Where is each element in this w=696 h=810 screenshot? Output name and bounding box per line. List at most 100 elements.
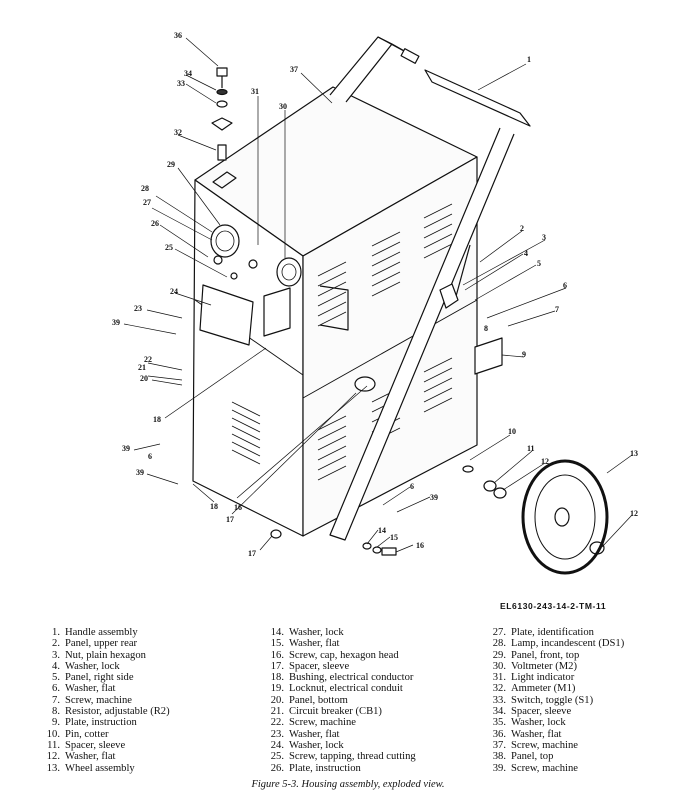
legend-item-text: Screw, tapping, thread cutting: [289, 751, 416, 763]
legend-item-text: Washer, flat: [289, 728, 340, 740]
legend-item-number: 17.: [270, 660, 284, 672]
exploded-view-drawing: 36 34 33 32 31 30 37 1 29 28 27 26 25 24…: [112, 31, 638, 575]
legend-item: 36. Washer, flat: [484, 729, 624, 740]
identification-plate: [199, 284, 254, 346]
callout-24: 22: [144, 355, 152, 364]
legend-item: 21.Circuit breaker (CB1): [262, 706, 416, 717]
legend-item-number: 5.: [52, 672, 60, 684]
legend-item-number: 11.: [47, 739, 60, 751]
legend-item-number: 20.: [270, 694, 284, 706]
legend-item: 1.Handle assembly: [38, 627, 170, 638]
callout-28: 26: [151, 219, 159, 228]
callout-17: 17: [248, 549, 256, 558]
figure-caption: Figure 5-3. Housing assembly, exploded v…: [251, 779, 445, 790]
legend-item: 2.Panel, upper rear: [38, 638, 170, 649]
legend-item-text: Washer, lock: [289, 627, 344, 638]
callout-22: 20: [140, 374, 148, 383]
legend-item-number: 6.: [52, 683, 60, 695]
legend-item-text: Nut, plain hexagon: [65, 649, 146, 661]
legend-item-number: 26.: [270, 762, 284, 774]
callout-33: 31: [251, 87, 259, 96]
callout-3: 3: [542, 233, 546, 242]
legend-item-text: Washer, flat: [511, 728, 562, 740]
legend-item-text: Washer, flat: [65, 683, 116, 695]
legend-item-text: Screw, machine: [289, 717, 356, 729]
legend-item-text: Panel, bottom: [289, 694, 348, 706]
legend-item-text: Screw, cap, hexagon head: [289, 649, 399, 661]
legend-item-number: 23.: [270, 728, 284, 740]
legend-item-text: Washer, lock: [511, 717, 566, 729]
lamp-ds1: [230, 272, 238, 280]
callout-20: 18: [210, 502, 218, 511]
callout-7: 7: [555, 305, 559, 314]
ammeter-m1: [276, 257, 302, 287]
callout-25: 23: [134, 304, 142, 313]
legend-item-text: Light indicator: [511, 672, 575, 684]
drawing-code: EL6130-243-14-2-TM-11: [500, 601, 607, 611]
legend-item: 14. Washer, lock: [262, 627, 416, 638]
callout-34: 32: [174, 128, 182, 137]
legend-item-text: Washer, lock: [65, 660, 120, 672]
legend-item-number: 19.: [270, 683, 284, 695]
legend-item-number: 22.: [270, 717, 284, 729]
legend-item: 29.Panel, front, top: [484, 650, 624, 661]
legend-item-number: 34.: [492, 706, 506, 718]
legend-item-number: 18.: [270, 672, 284, 684]
legend-item: 39.Screw, machine: [484, 763, 624, 774]
legend-item: 33.Switch, toggle (S1): [484, 695, 624, 706]
legend-item-number: 8.: [52, 706, 60, 718]
callout-9: 9: [522, 350, 526, 359]
legend-item-number: 25.: [270, 751, 284, 763]
adjustable-resistor-r2: [439, 283, 459, 309]
front-louvers: [231, 401, 261, 465]
callout-35: 33: [177, 79, 185, 88]
legend-item-text: Panel, right side: [65, 672, 134, 684]
callout-6-c: 6: [410, 482, 414, 491]
callout-6: 6: [563, 281, 567, 290]
legend-item: 32.Ammeter (M1): [484, 683, 624, 694]
legend-item-text: Resistor, adjustable (R2): [65, 706, 170, 718]
legend-item-text: Washer, lock: [289, 739, 344, 751]
callout-39-a: 39: [112, 318, 120, 327]
legend-item-number: 31.: [492, 672, 506, 684]
legend-item-number: 4.: [52, 660, 60, 672]
legend-item: 18.Bushing, electrical conductor: [262, 672, 416, 683]
legend-item-number: 9.: [52, 717, 60, 729]
legend-item-number: 30.: [492, 660, 506, 672]
legend-item: 16.Screw, cap, hexagon head: [262, 650, 416, 661]
legend-item-number: 36.: [492, 728, 506, 740]
toggle-switch-s1: [248, 259, 258, 269]
legend-item-text: Panel, upper rear: [65, 638, 138, 650]
legend-item-number: 37.: [492, 739, 506, 751]
legend-item-number: 27.: [492, 627, 506, 638]
legend-item-number: 15.: [270, 638, 284, 650]
legend-item-text: Spacer, sleeve: [289, 660, 350, 672]
legend-item-number: 3.: [52, 649, 60, 661]
legend-item-number: 32.: [492, 683, 506, 695]
conductor-bushing: [354, 376, 376, 392]
legend-item: 3. Nut, plain hexagon: [38, 650, 170, 661]
legend-item-text: Plate, instruction: [289, 762, 361, 774]
parts-legend-column-2: 14. Washer, lock 15. Washer, flat 16.Screw, …: [262, 627, 416, 774]
legend-item-number: 1.: [52, 627, 60, 638]
callout-36: 34: [184, 69, 192, 78]
legend-item: 6. Washer, flat: [38, 683, 170, 694]
callout-12-a: 12: [541, 457, 549, 466]
callout-21: 18: [153, 415, 161, 424]
callout-18-b: 17: [226, 515, 234, 524]
instruction-plate-side: [474, 337, 503, 375]
callout-15: 15: [390, 533, 398, 542]
legend-item-number: 14.: [270, 627, 284, 638]
legend-item: 17. Spacer, sleeve: [262, 661, 416, 672]
legend-item: 25. Screw, tapping, thread cutting: [262, 751, 416, 762]
callout-6-b: 6: [148, 452, 152, 461]
legend-item: 31. Light indicator: [484, 672, 624, 683]
legend-item-number: 10.: [46, 728, 60, 740]
legend-item: 7.Screw, machine: [38, 695, 170, 706]
callout-14: 14: [378, 526, 386, 535]
legend-item-number: 29.: [492, 649, 506, 661]
housing-right-face: [302, 156, 478, 537]
legend-item-number: 28.: [492, 638, 506, 650]
callout-4: 4: [524, 249, 528, 258]
